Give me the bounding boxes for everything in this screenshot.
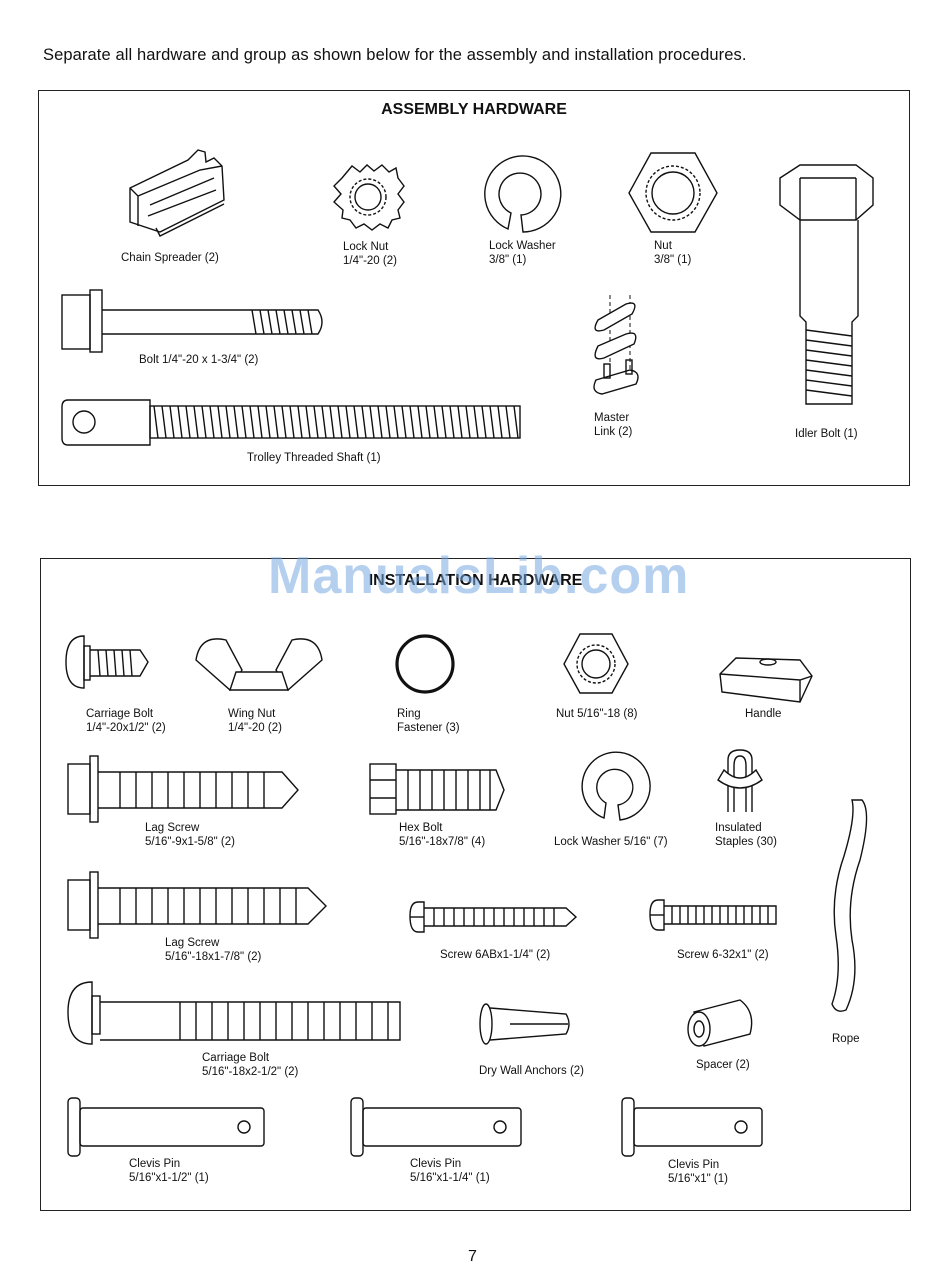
dry-wall-anchor-icon <box>479 1003 570 1045</box>
page-number: 7 <box>468 1248 477 1265</box>
nut-icon <box>628 152 718 233</box>
lock-washer-icon <box>484 155 562 233</box>
idler-bolt-icon <box>779 164 874 405</box>
handle-icon <box>719 657 813 703</box>
hex-bolt-icon <box>369 763 505 815</box>
clevis-pin-icon <box>621 1097 763 1157</box>
chain-spreader-label: Chain Spreader (2) <box>121 252 219 264</box>
ring-fastener-icon <box>395 634 455 694</box>
rope-label: Rope <box>832 1033 860 1045</box>
insulated-staple-icon <box>717 749 763 812</box>
watermark: ManualsLib.com <box>268 547 690 605</box>
screw-6ab-label: Screw 6ABx1-1/4" (2) <box>440 949 551 961</box>
assembly-hardware-title: ASSEMBLY HARDWARE <box>381 101 567 118</box>
screw-6-32-label: Screw 6-32x1" (2) <box>677 949 769 961</box>
clevis-pin-icon <box>67 1097 265 1157</box>
screw-6ab-icon <box>409 901 578 933</box>
handle-label: Handle <box>745 708 782 720</box>
installation-hardware-panel: INSTALLATION HARDWARE <box>40 558 911 1211</box>
carriage-bolt-small-icon <box>65 635 149 689</box>
intro-text: Separate all hardware and group as shown… <box>43 46 747 64</box>
trolley-threaded-shaft-label: Trolley Threaded Shaft (1) <box>247 452 381 464</box>
clevis-pin-icon <box>350 1097 522 1157</box>
lag-screw-long-icon <box>67 871 327 939</box>
lock-washer-small-label: Lock Washer 5/16" (7) <box>554 836 668 848</box>
rope-icon <box>831 799 868 1012</box>
nut-small-label: Nut 5/16"-18 (8) <box>556 708 638 720</box>
lock-nut-icon <box>333 164 405 231</box>
bolt-icon <box>61 289 323 353</box>
screw-6-32-icon <box>649 899 777 931</box>
idler-bolt-label: Idler Bolt (1) <box>795 428 858 440</box>
spacer-label: Spacer (2) <box>696 1059 750 1071</box>
bolt-label: Bolt 1/4"-20 x 1-3/4" (2) <box>139 354 259 366</box>
wing-nut-icon <box>195 638 323 692</box>
chain-spreader-icon <box>129 149 225 237</box>
master-link-icon <box>593 295 639 395</box>
dry-wall-anchors-label: Dry Wall Anchors (2) <box>479 1065 585 1077</box>
assembly-hardware-panel: ASSEMBLY HARDWARE <box>38 90 910 486</box>
trolley-threaded-shaft-icon <box>61 399 521 446</box>
lock-washer-small-icon <box>581 751 651 821</box>
lag-screw-icon <box>67 755 299 823</box>
spacer-icon <box>687 999 753 1047</box>
carriage-bolt-long-icon <box>67 981 401 1045</box>
installation-hardware-title: INSTALLATION HARDWARE <box>368 572 583 589</box>
nut-small-icon <box>563 633 629 694</box>
